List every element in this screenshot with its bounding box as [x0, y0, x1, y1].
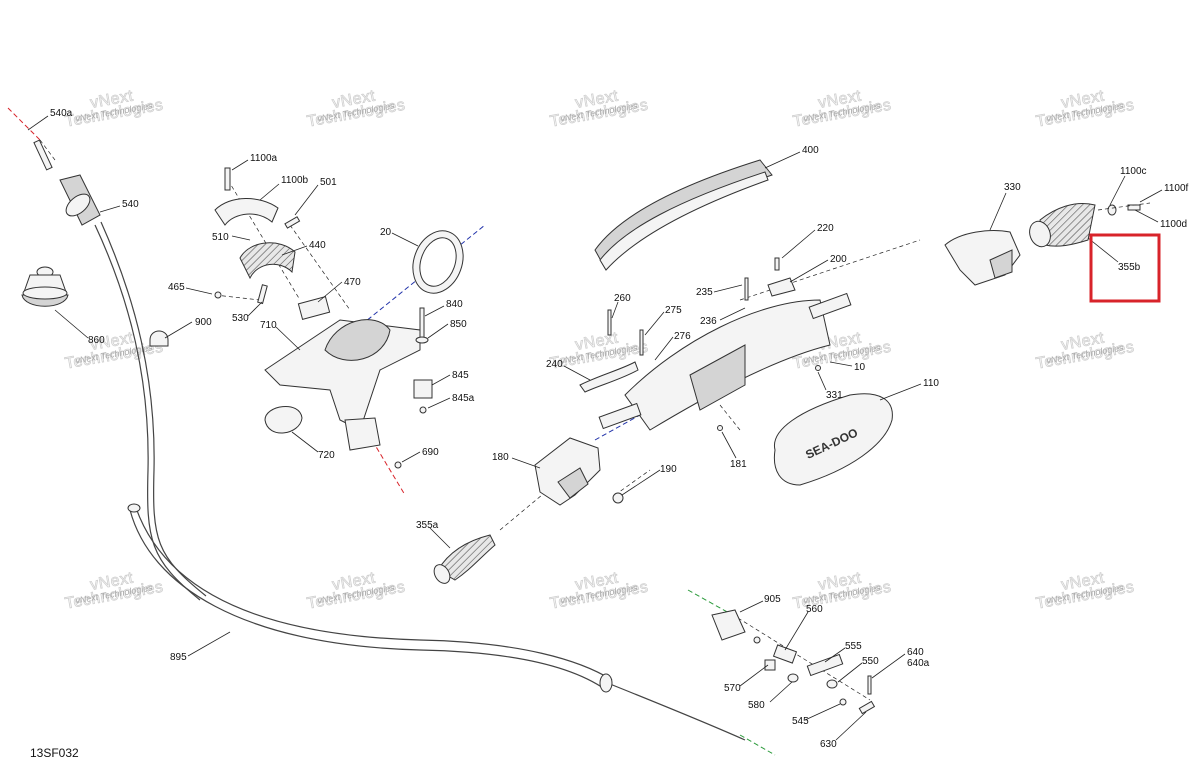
label-545[interactable]: 545	[792, 716, 809, 727]
label-895[interactable]: 895	[170, 652, 187, 663]
label-220[interactable]: 220	[817, 223, 834, 234]
label-900[interactable]: 900	[195, 317, 212, 328]
label-845[interactable]: 845	[452, 370, 469, 381]
label-845a[interactable]: 845a	[452, 393, 475, 404]
label-570[interactable]: 570	[724, 683, 741, 694]
axis-green-upper	[687, 589, 739, 619]
label-555[interactable]: 555	[845, 641, 862, 652]
label-720[interactable]: 720	[318, 450, 335, 461]
label-10[interactable]: 10	[854, 362, 866, 373]
label-355b[interactable]: 355b	[1118, 262, 1141, 273]
label-355a[interactable]: 355a	[416, 520, 439, 531]
label-181[interactable]: 181	[730, 459, 747, 470]
steering-bracket-assembly	[214, 167, 464, 469]
label-440[interactable]: 440	[309, 240, 326, 251]
label-190[interactable]: 190	[660, 464, 677, 475]
label-260[interactable]: 260	[614, 293, 631, 304]
label-20[interactable]: 20	[380, 227, 392, 238]
label-540[interactable]: 540	[122, 199, 139, 210]
label-330[interactable]: 330	[1004, 182, 1021, 193]
label-640a[interactable]: 640a	[907, 658, 930, 669]
label-501[interactable]: 501	[320, 177, 337, 188]
label-905[interactable]: 905	[764, 594, 781, 605]
label-560[interactable]: 560	[806, 604, 823, 615]
diagram-code: 13SF032	[30, 746, 79, 760]
highlight-box-355b[interactable]	[1089, 233, 1161, 303]
steering-cable-assembly	[21, 139, 746, 741]
label-1100f[interactable]: 1100f	[1164, 183, 1189, 194]
label-580[interactable]: 580	[748, 700, 765, 711]
label-110[interactable]: 110	[923, 378, 939, 389]
label-840[interactable]: 840	[446, 299, 463, 310]
label-640[interactable]: 640	[907, 647, 924, 658]
label-710[interactable]: 710	[260, 320, 277, 331]
label-1100c[interactable]: 1100c	[1120, 166, 1147, 177]
axis-green-lower	[739, 734, 776, 756]
label-550[interactable]: 550	[862, 656, 879, 667]
label-240[interactable]: 240	[546, 359, 563, 370]
label-1100b[interactable]: 1100b	[281, 175, 309, 186]
label-1100d[interactable]: 1100d	[1160, 219, 1187, 230]
label-850[interactable]: 850	[450, 319, 467, 330]
handlebar-assembly: SEA-DOO	[433, 159, 1151, 584]
label-200[interactable]: 200	[830, 254, 847, 265]
axis-red-steering	[7, 107, 41, 141]
leader-lines	[27, 115, 1163, 741]
part-labels: 540a 540 860 900 895 1100a 1100b 501 510…	[50, 108, 1189, 750]
label-860[interactable]: 860	[88, 335, 105, 346]
label-630[interactable]: 630	[820, 739, 837, 750]
cable-end-assembly	[711, 609, 876, 715]
label-470[interactable]: 470	[344, 277, 361, 288]
axis-red-column	[359, 419, 406, 496]
label-276[interactable]: 276	[674, 331, 691, 342]
label-1100a[interactable]: 1100a	[250, 153, 278, 164]
label-690[interactable]: 690	[422, 447, 439, 458]
label-275[interactable]: 275	[665, 305, 682, 316]
label-235[interactable]: 235	[696, 287, 713, 298]
label-180[interactable]: 180	[492, 452, 509, 463]
axis-blue-lower	[594, 414, 641, 441]
label-530[interactable]: 530	[232, 313, 249, 324]
label-465[interactable]: 465	[168, 282, 185, 293]
label-540a[interactable]: 540a	[50, 108, 73, 119]
label-236[interactable]: 236	[700, 316, 717, 327]
label-510[interactable]: 510	[212, 232, 229, 243]
label-331[interactable]: 331	[826, 390, 843, 401]
label-400[interactable]: 400	[802, 145, 819, 156]
